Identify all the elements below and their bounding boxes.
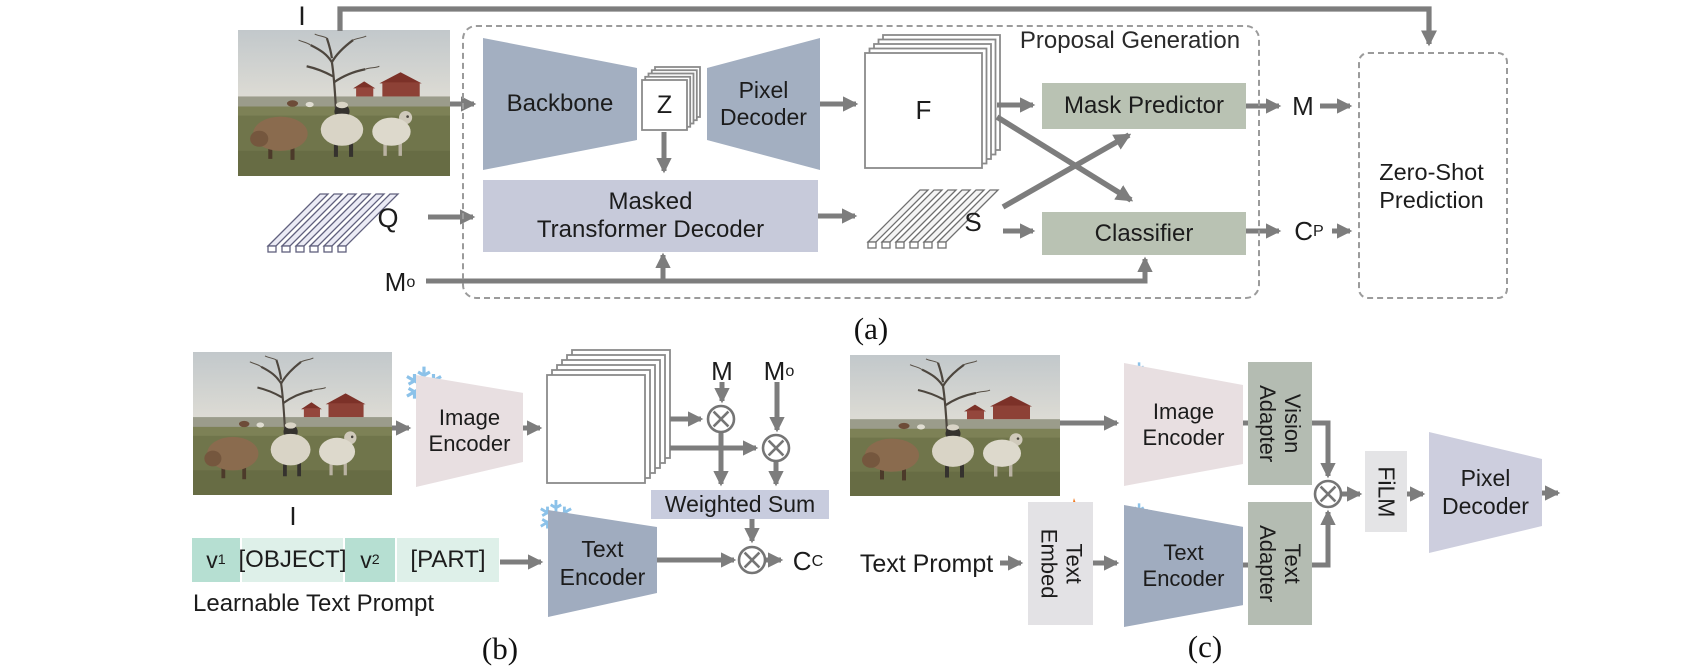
- multiply-class-icon: [737, 545, 767, 575]
- text-embed-label: Text Embed: [1036, 528, 1087, 599]
- text-encoder-block-c: Text Encoder: [1124, 505, 1243, 627]
- pixel-decoder-label-c: Pixel Decoder: [1442, 465, 1529, 519]
- input-photo-b: [193, 352, 392, 495]
- clip-feature-stack: [546, 349, 671, 484]
- image-encoder-label-b: Image Encoder: [428, 405, 511, 456]
- prompt-cell-part: [PART]: [397, 538, 499, 582]
- latent-z-label: Z: [656, 90, 673, 119]
- masked-transformer-decoder-label: Masked Transformer Decoder: [536, 187, 765, 243]
- input-image-label-a: I: [298, 0, 306, 31]
- proposal-generation-group-box: [462, 25, 1260, 299]
- film-label: FiLM: [1373, 465, 1400, 518]
- weighted-sum-block: Weighted Sum: [651, 490, 829, 519]
- learnable-text-prompt-label: Learnable Text Prompt: [193, 590, 435, 617]
- mask-predictor-block: Mask Predictor: [1042, 83, 1246, 129]
- caption-a: (a): [853, 311, 889, 346]
- proposal-generation-title: Proposal Generation: [1019, 27, 1241, 54]
- text-adapter-label: Text Adapter: [1256, 524, 1306, 603]
- classifier-block: Classifier: [1042, 212, 1246, 255]
- mask-label-b: M: [711, 355, 733, 386]
- image-encoder-block-b: Image Encoder: [416, 375, 523, 487]
- vision-adapter-label: Vision Adapter: [1256, 384, 1306, 463]
- image-encoder-block-c: Image Encoder: [1124, 363, 1243, 486]
- mask-output-label: M: [1292, 90, 1314, 121]
- text-encoder-label-b: Text Encoder: [559, 536, 646, 590]
- multiply-oracle-icon: [761, 433, 791, 463]
- input-image-label-b: I: [289, 500, 297, 531]
- text-embed-block: Text Embed: [1028, 502, 1093, 625]
- pixel-decoder-label-a: Pixel Decoder: [720, 76, 807, 130]
- multiply-mask-icon: [706, 404, 736, 434]
- text-encoder-label-c: Text Encoder: [1142, 540, 1225, 591]
- input-photo-c: [850, 355, 1060, 496]
- feature-f-label: F: [915, 95, 932, 125]
- query-label: Q: [377, 202, 399, 233]
- prompt-cell-object: [OBJECT]: [239, 538, 347, 582]
- multiply-film-icon: [1313, 479, 1343, 509]
- input-photo-a: [238, 30, 450, 176]
- caption-b: (b): [481, 631, 519, 666]
- zero-shot-prediction-label: Zero-Shot Prediction: [1379, 159, 1484, 213]
- caption-c: (c): [1187, 629, 1223, 664]
- masked-transformer-decoder-block: Masked Transformer Decoder: [483, 180, 818, 252]
- segment-s-label: S: [964, 206, 982, 237]
- backbone-label: Backbone: [506, 90, 614, 117]
- vision-adapter-block: Vision Adapter: [1248, 362, 1312, 485]
- image-encoder-label-c: Image Encoder: [1142, 398, 1225, 450]
- film-block: FiLM: [1365, 451, 1407, 532]
- pixel-decoder-block-c: Pixel Decoder: [1429, 432, 1542, 553]
- text-prompt-label: Text Prompt: [859, 549, 994, 578]
- text-adapter-block: Text Adapter: [1248, 502, 1312, 625]
- zero-shot-group-box: [1358, 52, 1508, 299]
- text-encoder-block-b: Text Encoder: [548, 510, 657, 617]
